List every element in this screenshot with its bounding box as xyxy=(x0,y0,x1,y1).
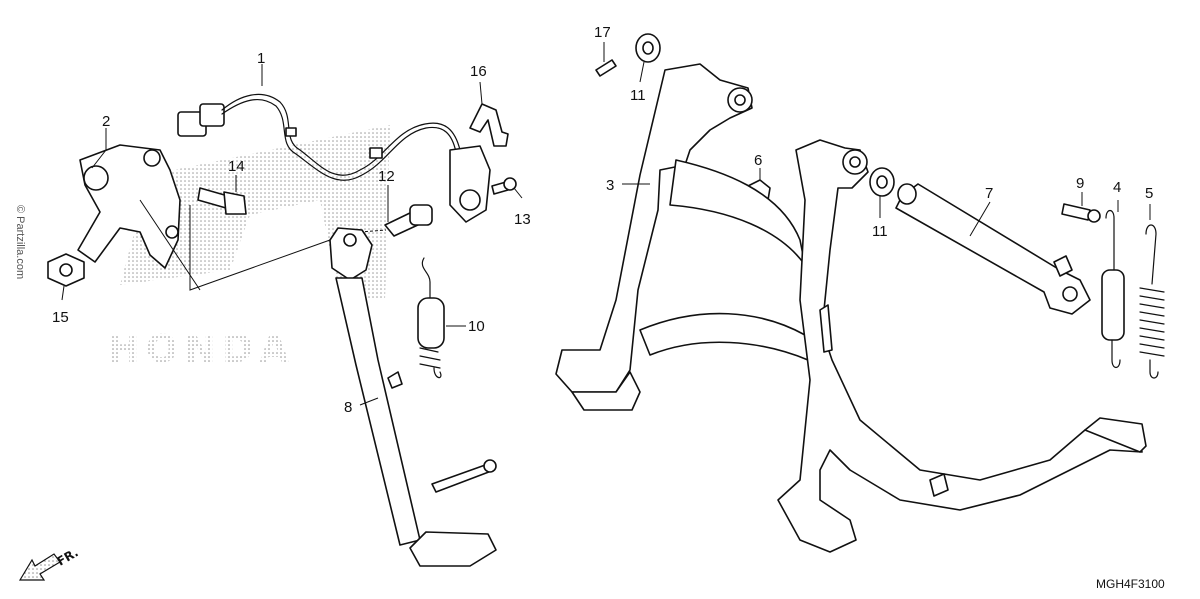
callout-17: 17 xyxy=(594,24,611,41)
part-17-bolt xyxy=(595,42,617,77)
callout-15: 15 xyxy=(52,309,69,326)
callout-12: 12 xyxy=(378,168,395,185)
callout-9: 9 xyxy=(1076,175,1084,192)
callout-14: 14 xyxy=(228,158,245,175)
diagram-code: MGH4F3100 xyxy=(1096,577,1165,591)
part-13-screw xyxy=(491,177,523,199)
callout-3: 3 xyxy=(606,177,614,194)
front-direction-indicator: FR. xyxy=(18,545,81,581)
part-2-bracket xyxy=(77,128,181,269)
callout-4: 4 xyxy=(1113,179,1121,196)
part-16-clamp xyxy=(469,81,509,147)
callout-1: 1 xyxy=(257,50,265,67)
part-1-wire-harness xyxy=(177,64,491,223)
part-14-bolt xyxy=(197,175,247,215)
part-9-bolt xyxy=(1061,192,1101,223)
part-10-spring xyxy=(417,257,466,379)
part-8-side-stand xyxy=(329,227,497,567)
part-15-nut xyxy=(47,253,85,301)
callout-10: 10 xyxy=(468,318,485,335)
front-arrow-icon xyxy=(18,553,61,581)
callout-8: 8 xyxy=(344,399,352,416)
honda-wing-watermark: HONDA xyxy=(108,125,390,371)
part-4-spring xyxy=(1101,200,1125,369)
part-3-main-stand xyxy=(555,63,1147,553)
callout-13: 13 xyxy=(514,211,531,228)
callout-2: 2 xyxy=(102,113,110,130)
copyright-watermark: © Partzilla.com xyxy=(14,205,26,279)
part-7-pivot-shaft xyxy=(895,183,1091,315)
part-5-spring xyxy=(1139,204,1165,379)
callout-11-lower: 11 xyxy=(872,223,888,240)
front-label: FR. xyxy=(55,545,81,568)
part-12-pivot-bolt xyxy=(359,185,433,237)
callout-11-upper: 11 xyxy=(630,87,646,104)
callout-5: 5 xyxy=(1145,185,1153,202)
callout-7: 7 xyxy=(985,185,993,202)
callout-6: 6 xyxy=(754,152,762,169)
part-11-washer-lower xyxy=(869,167,895,218)
part-11-washer-upper xyxy=(635,33,661,83)
callout-16: 16 xyxy=(470,63,487,80)
watermark-brand: HONDA xyxy=(108,327,295,371)
